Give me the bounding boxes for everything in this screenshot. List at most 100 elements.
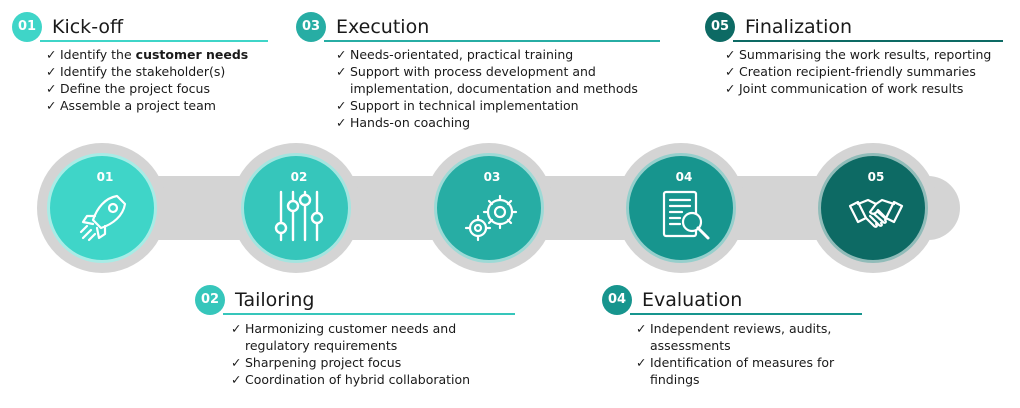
list-item-text: Identification of measures for (650, 355, 835, 370)
step-01-circle: 01 (47, 153, 157, 263)
check-icon: ✓ (46, 47, 57, 62)
phase-02-underline (223, 313, 515, 315)
check-icon: ✓ (336, 64, 347, 79)
list-item: ✓Identify the stakeholder(s) (46, 63, 282, 80)
list-item: ✓Sharpening project focus (231, 354, 515, 371)
check-icon: ✓ (725, 47, 736, 62)
list-item: ✓Assemble a project team (46, 97, 282, 114)
list-item-text: Creation recipient-friendly summaries (739, 64, 976, 79)
phase-05-underline (733, 40, 1003, 42)
phase-01-list: ✓Identify the customer needs ✓Identify t… (46, 46, 282, 114)
phase-01-underline (40, 40, 268, 42)
list-item-continuation: regulatory requirements (245, 338, 398, 353)
phase-04-list: ✓Independent reviews, audits,assessments… (636, 320, 872, 388)
check-icon: ✓ (336, 98, 347, 113)
list-item: ✓Joint communication of work results (725, 80, 1005, 97)
step-02-circle: 02 (241, 153, 351, 263)
phase-02-title: Tailoring (235, 289, 315, 311)
list-item: ✓Define the project focus (46, 80, 282, 97)
list-item: ✓Independent reviews, audits, assessments (636, 320, 872, 354)
list-item: ✓Support in technical implementation (336, 97, 666, 114)
list-item-bold-text: customer needs (135, 47, 249, 62)
gears-icon (464, 194, 518, 242)
phase-02-block: 02 Tailoring ✓Harmonizing customer needs… (195, 285, 515, 388)
phase-05-block: 05 Finalization ✓Summarising the work re… (705, 12, 1005, 97)
rocket-icon (79, 194, 127, 242)
phase-03-block: 03 Execution ✓Needs-orientated, practica… (296, 12, 666, 131)
list-item-text: Identify the (60, 47, 136, 62)
step-05-circle: 05 (818, 153, 928, 263)
step-05-number: 05 (867, 170, 885, 184)
phase-01-badge: 01 (12, 12, 42, 42)
check-icon: ✓ (231, 372, 242, 387)
phase-04-block: 04 Evaluation ✓Independent reviews, audi… (602, 285, 872, 388)
check-icon: ✓ (46, 64, 57, 79)
list-item-text: Harmonizing customer needs and (245, 321, 457, 336)
phase-02-badge: 02 (195, 285, 225, 315)
list-item: ✓Creation recipient-friendly summaries (725, 63, 1005, 80)
phase-04-badge: 04 (602, 285, 632, 315)
check-icon: ✓ (336, 115, 347, 130)
phase-03-title: Execution (336, 16, 430, 38)
phase-05-header: 05 Finalization (705, 12, 1005, 42)
sliders-icon (274, 190, 324, 242)
phase-01-header: 01 Kick-off (12, 12, 282, 42)
list-item-continuation: implementation, documentation and method… (350, 81, 638, 96)
check-icon: ✓ (636, 355, 647, 370)
list-item: ✓Identification of measures for findings (636, 354, 872, 388)
check-icon: ✓ (231, 321, 242, 336)
phase-04-underline (630, 313, 862, 315)
phase-04-header: 04 Evaluation (602, 285, 872, 315)
list-item-text: Identify the stakeholder(s) (60, 64, 226, 79)
list-item: ✓Harmonizing customer needs and regulator… (231, 320, 515, 354)
check-icon: ✓ (636, 321, 647, 336)
check-icon: ✓ (725, 81, 736, 96)
list-item-text: Independent reviews, audits, (650, 321, 832, 336)
step-05: 05 (808, 143, 938, 273)
step-01-number: 01 (96, 170, 114, 184)
list-item-text: Needs-orientated, practical training (350, 47, 574, 62)
phase-01-title: Kick-off (52, 16, 124, 38)
list-item-text: Summarising the work results, reporting (739, 47, 992, 62)
phase-05-title: Finalization (745, 16, 853, 38)
list-item-text: Sharpening project focus (245, 355, 402, 370)
list-item-text: Define the project focus (60, 81, 210, 96)
check-icon: ✓ (336, 47, 347, 62)
phase-03-list: ✓Needs-orientated, practical training ✓S… (336, 46, 666, 131)
list-item: ✓Coordination of hybrid collaboration (231, 371, 515, 388)
list-item-text: Hands-on coaching (350, 115, 471, 130)
list-item-text: Assemble a project team (60, 98, 216, 113)
phase-01-block: 01 Kick-off ✓Identify the customer needs… (12, 12, 282, 114)
step-02: 02 (231, 143, 361, 273)
list-item: ✓Identify the customer needs (46, 46, 282, 63)
list-item-text: Joint communication of work results (739, 81, 964, 96)
check-icon: ✓ (46, 81, 57, 96)
list-item-text: Coordination of hybrid collaboration (245, 372, 471, 387)
step-04-number: 04 (675, 170, 693, 184)
step-03: 03 (424, 143, 554, 273)
check-icon: ✓ (231, 355, 242, 370)
phase-02-header: 02 Tailoring (195, 285, 515, 315)
list-item: ✓Needs-orientated, practical training (336, 46, 666, 63)
phase-03-header: 03 Execution (296, 12, 666, 42)
list-item-continuation: findings (650, 372, 700, 387)
check-icon: ✓ (725, 64, 736, 79)
document-search-icon (662, 190, 710, 240)
phase-03-badge: 03 (296, 12, 326, 42)
step-04: 04 (616, 143, 746, 273)
list-item-continuation: assessments (650, 338, 731, 353)
phase-05-list: ✓Summarising the work results, reporting… (725, 46, 1005, 97)
phase-04-title: Evaluation (642, 289, 743, 311)
step-02-number: 02 (290, 170, 308, 184)
list-item: ✓Support with process development and imp… (336, 63, 666, 97)
phase-05-badge: 05 (705, 12, 735, 42)
step-03-circle: 03 (434, 153, 544, 263)
handshake-icon (848, 198, 904, 228)
phase-03-underline (324, 40, 660, 42)
step-03-number: 03 (483, 170, 501, 184)
list-item: ✓Hands-on coaching (336, 114, 666, 131)
list-item-text: Support with process development and (350, 64, 596, 79)
list-item-text: Support in technical implementation (350, 98, 579, 113)
list-item: ✓Summarising the work results, reporting (725, 46, 1005, 63)
